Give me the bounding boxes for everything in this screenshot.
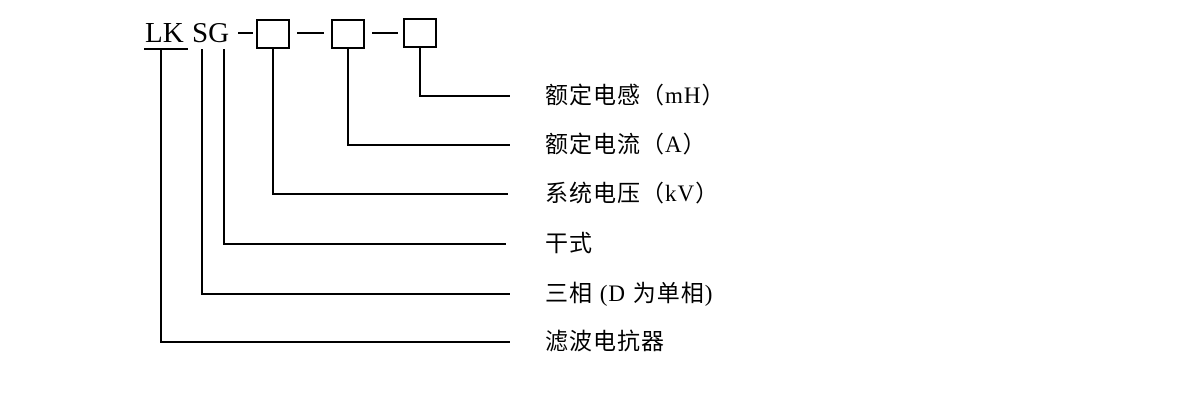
label-system-voltage: 系统电压（kV） [545, 181, 720, 206]
lk-underline [144, 48, 188, 50]
label-phase: 三相 (D 为单相) [545, 281, 714, 306]
line-rated-inductance-vertical [419, 48, 421, 97]
spec-box-rated-current [331, 19, 365, 49]
spec-box-system-voltage [256, 19, 290, 49]
line-filter-reactor-vertical [160, 49, 162, 343]
line-dry-type-vertical [223, 49, 225, 245]
line-rated-inductance-horizontal [419, 95, 510, 97]
line-filter-reactor-horizontal [160, 341, 510, 343]
line-phase-horizontal [201, 293, 510, 295]
line-rated-current-horizontal [347, 144, 510, 146]
label-rated-inductance: 额定电感（mH） [545, 83, 726, 108]
label-dry-type: 干式 [545, 231, 593, 256]
label-rated-current: 额定电流（A） [545, 132, 707, 157]
dash-connector-2 [297, 32, 324, 34]
label-filter-reactor: 滤波电抗器 [545, 329, 665, 354]
line-phase-vertical [201, 49, 203, 295]
dash-connector-1 [238, 32, 253, 34]
model-code-lk: LK [145, 17, 184, 49]
line-system-voltage-horizontal [272, 193, 508, 195]
dash-connector-3 [372, 32, 398, 34]
line-dry-type-horizontal [223, 243, 506, 245]
line-system-voltage-vertical [272, 49, 274, 195]
line-rated-current-vertical [347, 49, 349, 146]
spec-box-rated-inductance [403, 18, 437, 48]
model-code-sg: SG [192, 17, 230, 49]
